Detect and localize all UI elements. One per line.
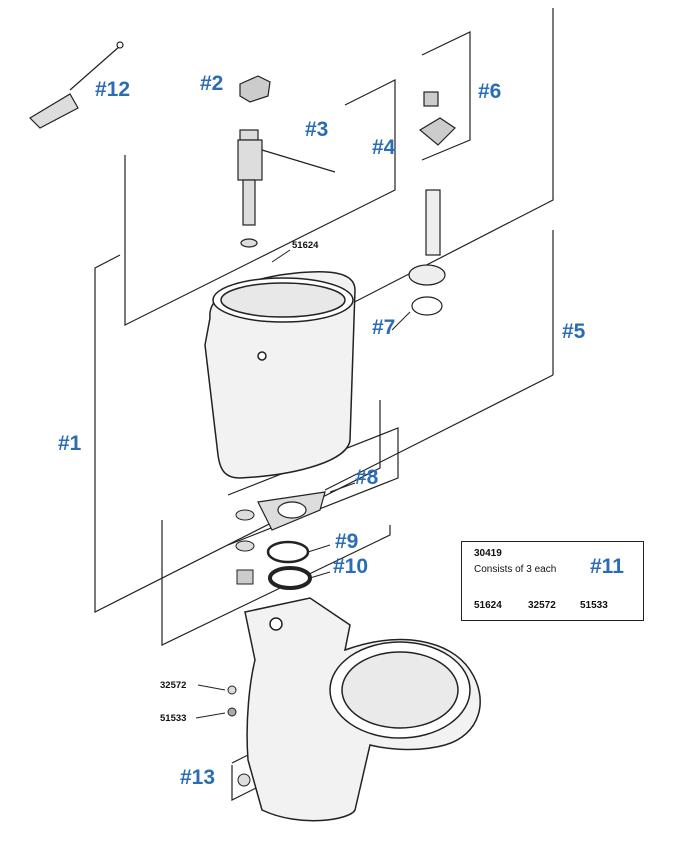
- trip-handle: [239, 75, 271, 103]
- gasket-9: [266, 540, 310, 564]
- part-number-washer: 32572: [160, 680, 187, 691]
- fill-valve-bracket: [124, 79, 396, 326]
- callout-4: #4: [372, 136, 396, 159]
- group-1-bracket: [94, 254, 381, 613]
- tank-bolt-plate: [257, 491, 326, 531]
- kit-part-2: 32572: [528, 600, 556, 611]
- callout-1: #1: [58, 432, 82, 455]
- gasket-10: [268, 566, 312, 590]
- callout-10: #10: [333, 555, 369, 578]
- toilet-tank: [204, 271, 356, 479]
- trip-lever: [29, 41, 124, 129]
- fill-valve: [237, 129, 336, 248]
- flush-valve: [408, 189, 446, 316]
- group-9-10-bracket: [161, 520, 391, 646]
- callout-3: #3: [305, 118, 329, 141]
- callout-2: #2: [200, 72, 224, 95]
- toilet-bowl: [244, 597, 481, 822]
- group-5-bracket: [299, 8, 554, 331]
- kit-number: 30419: [474, 548, 502, 559]
- flapper-assembly: [418, 91, 456, 146]
- part-number-screw: 51624: [292, 240, 319, 251]
- kit-description: Consists of 3 each: [474, 564, 557, 575]
- callout-7: #7: [372, 316, 396, 339]
- kit-part-1: 51624: [474, 600, 502, 611]
- part-number-nut: 51533: [160, 713, 187, 724]
- callout-13: #13: [180, 766, 216, 789]
- kit-part-3: 51533: [580, 600, 608, 611]
- callout-12: #12: [95, 78, 131, 101]
- group-6-bracket: [421, 31, 471, 161]
- kit-info-box: 30419 Consists of 3 each #11 51624 32572…: [461, 541, 644, 621]
- callout-11: #11: [590, 555, 624, 578]
- callout-9: #9: [335, 530, 359, 553]
- callout-8: #8: [355, 466, 379, 489]
- callout-6: #6: [478, 80, 502, 103]
- callout-5: #5: [562, 320, 586, 343]
